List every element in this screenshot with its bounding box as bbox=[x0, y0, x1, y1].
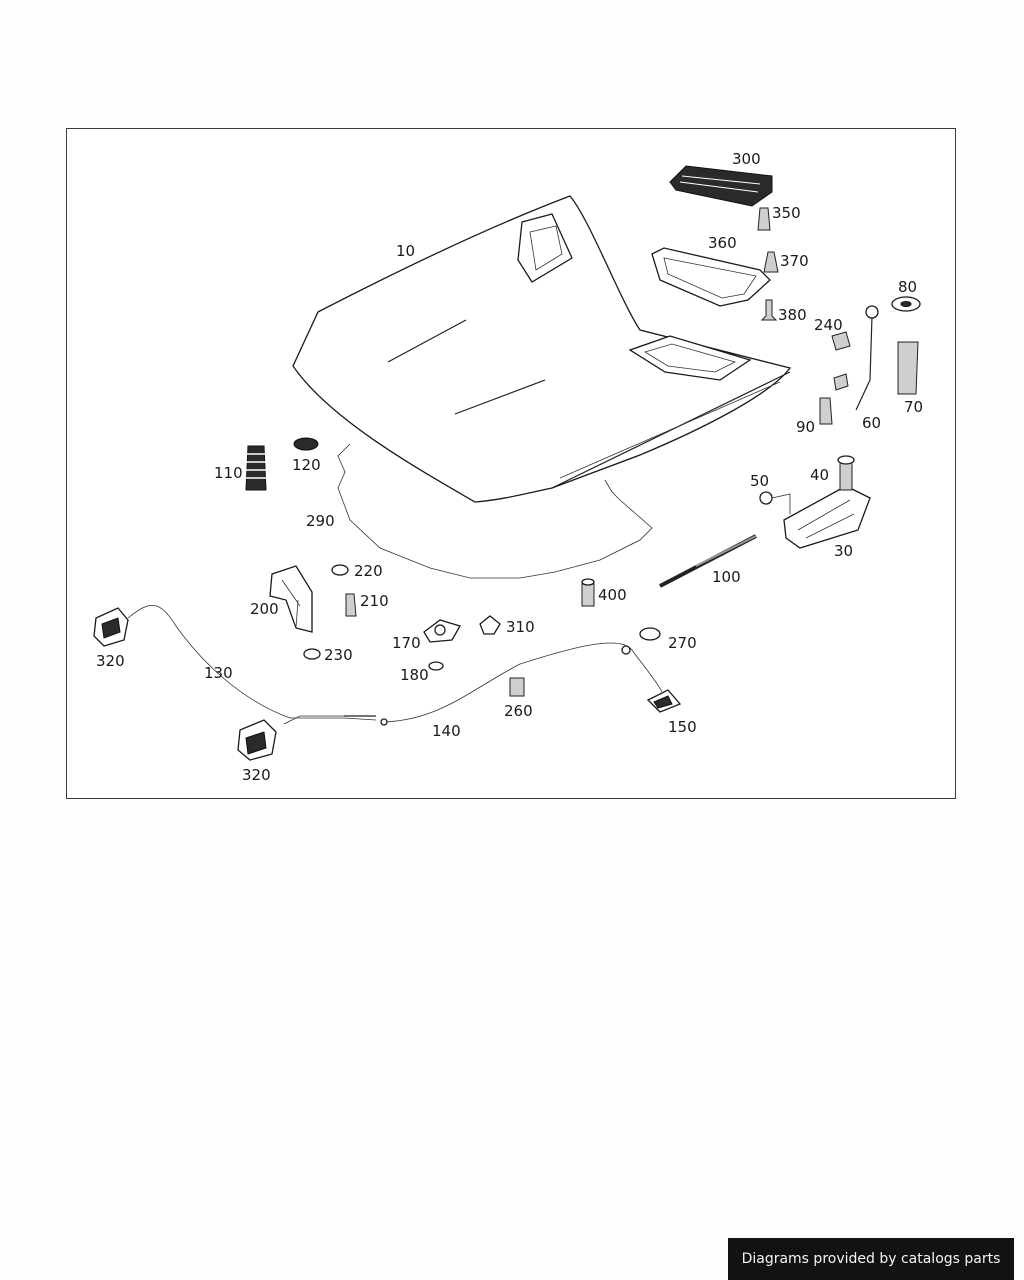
retainer-clip bbox=[479, 578, 661, 697]
label-60: 60 bbox=[862, 414, 881, 432]
hood-panel bbox=[292, 195, 792, 503]
bump-stop bbox=[245, 445, 267, 491]
gas-strut bbox=[659, 534, 757, 588]
label-150: 150 bbox=[668, 718, 697, 736]
vent-grille bbox=[669, 165, 773, 207]
screw-380 bbox=[760, 299, 778, 321]
hood-lock-left bbox=[93, 607, 129, 647]
mesh-cover bbox=[293, 437, 319, 451]
hood-hinge bbox=[759, 455, 871, 549]
label-260: 260 bbox=[504, 702, 533, 720]
label-320-right: 320 bbox=[242, 766, 271, 784]
label-270: 270 bbox=[668, 634, 697, 652]
label-320-left: 320 bbox=[96, 652, 125, 670]
label-80: 80 bbox=[898, 278, 917, 296]
label-10: 10 bbox=[396, 242, 415, 260]
release-handle bbox=[646, 689, 682, 713]
label-40: 40 bbox=[810, 466, 829, 484]
clip-370 bbox=[763, 251, 779, 273]
clip-350 bbox=[757, 207, 771, 231]
release-cables bbox=[127, 604, 663, 726]
label-210: 210 bbox=[360, 592, 389, 610]
label-50: 50 bbox=[750, 472, 769, 490]
label-130: 130 bbox=[204, 664, 233, 682]
label-90: 90 bbox=[796, 418, 815, 436]
label-350: 350 bbox=[772, 204, 801, 222]
label-100: 100 bbox=[712, 568, 741, 586]
hood-lock-right bbox=[237, 719, 277, 761]
label-180: 180 bbox=[400, 666, 429, 684]
hood-prop-assembly bbox=[819, 296, 921, 425]
label-400: 400 bbox=[598, 586, 627, 604]
label-300: 300 bbox=[732, 150, 761, 168]
label-200: 200 bbox=[250, 600, 279, 618]
label-110: 110 bbox=[214, 464, 243, 482]
label-380: 380 bbox=[778, 306, 807, 324]
label-240: 240 bbox=[814, 316, 843, 334]
part-labels: 10 30 40 50 60 70 80 90 100 110 120 130 … bbox=[96, 150, 923, 784]
label-170: 170 bbox=[392, 634, 421, 652]
label-290: 290 bbox=[306, 512, 335, 530]
label-310: 310 bbox=[506, 618, 535, 636]
label-70: 70 bbox=[904, 398, 923, 416]
label-370: 370 bbox=[780, 252, 809, 270]
grommet-170 bbox=[423, 619, 461, 671]
label-230: 230 bbox=[324, 646, 353, 664]
label-140: 140 bbox=[432, 722, 461, 740]
label-30: 30 bbox=[834, 542, 853, 560]
vent-frame bbox=[651, 247, 771, 307]
insulation-mat bbox=[337, 443, 653, 579]
lock-bracket bbox=[269, 564, 357, 660]
diagram-credit: Diagrams provided by catalogs parts bbox=[728, 1238, 1014, 1280]
label-220: 220 bbox=[354, 562, 383, 580]
label-360: 360 bbox=[708, 234, 737, 252]
label-120: 120 bbox=[292, 456, 321, 474]
